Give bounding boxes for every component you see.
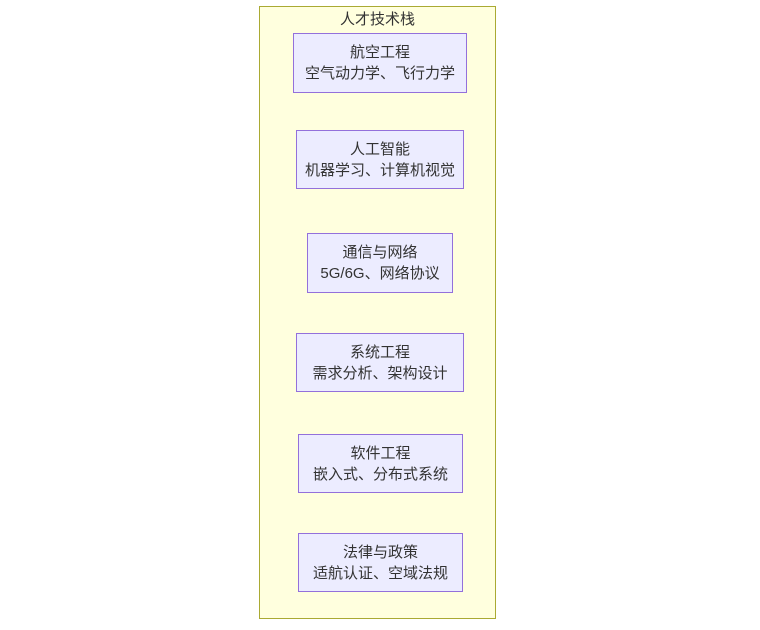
node-subtitle: 空气动力学、飞行力学 bbox=[304, 65, 455, 82]
cluster-container bbox=[259, 6, 496, 619]
node-title: 航空工程 bbox=[349, 44, 410, 61]
node-title: 法律与政策 bbox=[342, 543, 418, 561]
cluster-title: 人才技术栈 bbox=[339, 11, 415, 28]
node-title: 系统工程 bbox=[349, 343, 410, 361]
node-aerospace-engineering: 航空工程 空气动力学、飞行力学 bbox=[293, 33, 467, 93]
node-title: 人工智能 bbox=[349, 140, 410, 158]
node-subtitle: 机器学习、计算机视觉 bbox=[304, 161, 455, 179]
node-law-policy: 法律与政策 适航认证、空域法规 bbox=[298, 533, 463, 592]
node-title: 通信与网络 bbox=[342, 244, 418, 261]
node-subtitle: 5G/6G、网络协议 bbox=[320, 265, 440, 282]
node-systems-engineering: 系统工程 需求分析、架构设计 bbox=[296, 333, 464, 392]
node-subtitle: 适航认证、空域法规 bbox=[312, 564, 448, 582]
node-artificial-intelligence: 人工智能 机器学习、计算机视觉 bbox=[296, 130, 464, 189]
node-title: 软件工程 bbox=[350, 444, 411, 462]
node-subtitle: 需求分析、架构设计 bbox=[312, 364, 448, 382]
node-software-engineering: 软件工程 嵌入式、分布式系统 bbox=[298, 434, 463, 493]
node-subtitle: 嵌入式、分布式系统 bbox=[312, 465, 448, 483]
node-communications-networks: 通信与网络 5G/6G、网络协议 bbox=[307, 233, 453, 293]
